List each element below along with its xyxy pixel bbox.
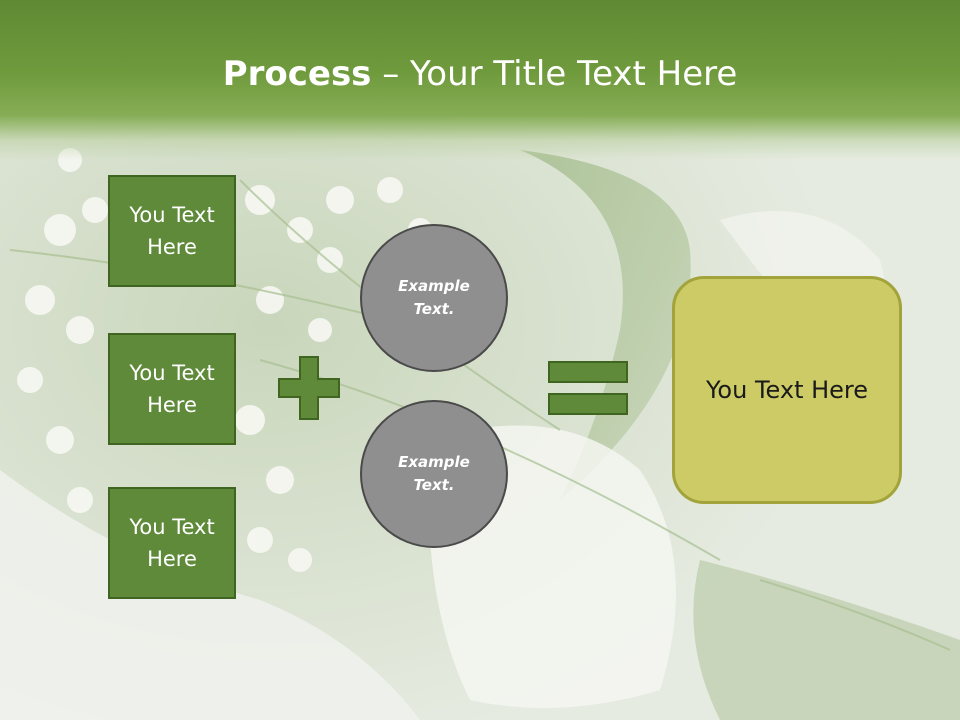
left-box-3: You Text Here xyxy=(108,487,236,599)
equals-icon xyxy=(548,361,628,415)
header-band xyxy=(0,0,960,160)
left-box-1-label: You Text Here xyxy=(129,203,215,259)
left-box-2-label: You Text Here xyxy=(129,361,215,417)
title-bold: Process xyxy=(222,54,372,94)
circle-top-label: Example Text. xyxy=(398,277,470,318)
left-box-3-label: You Text Here xyxy=(129,515,215,571)
plus-icon xyxy=(278,356,340,420)
result-label: You Text Here xyxy=(705,376,869,404)
result-box: You Text Here xyxy=(672,276,902,504)
slide-title: Process – Your Title Text Here xyxy=(0,52,960,96)
circle-bottom: Example Text. xyxy=(360,400,508,548)
circle-bottom-label: Example Text. xyxy=(398,453,470,494)
left-box-2: You Text Here xyxy=(108,333,236,445)
circle-top: Example Text. xyxy=(360,224,508,372)
title-rest: – Your Title Text Here xyxy=(371,54,738,94)
left-box-1: You Text Here xyxy=(108,175,236,287)
